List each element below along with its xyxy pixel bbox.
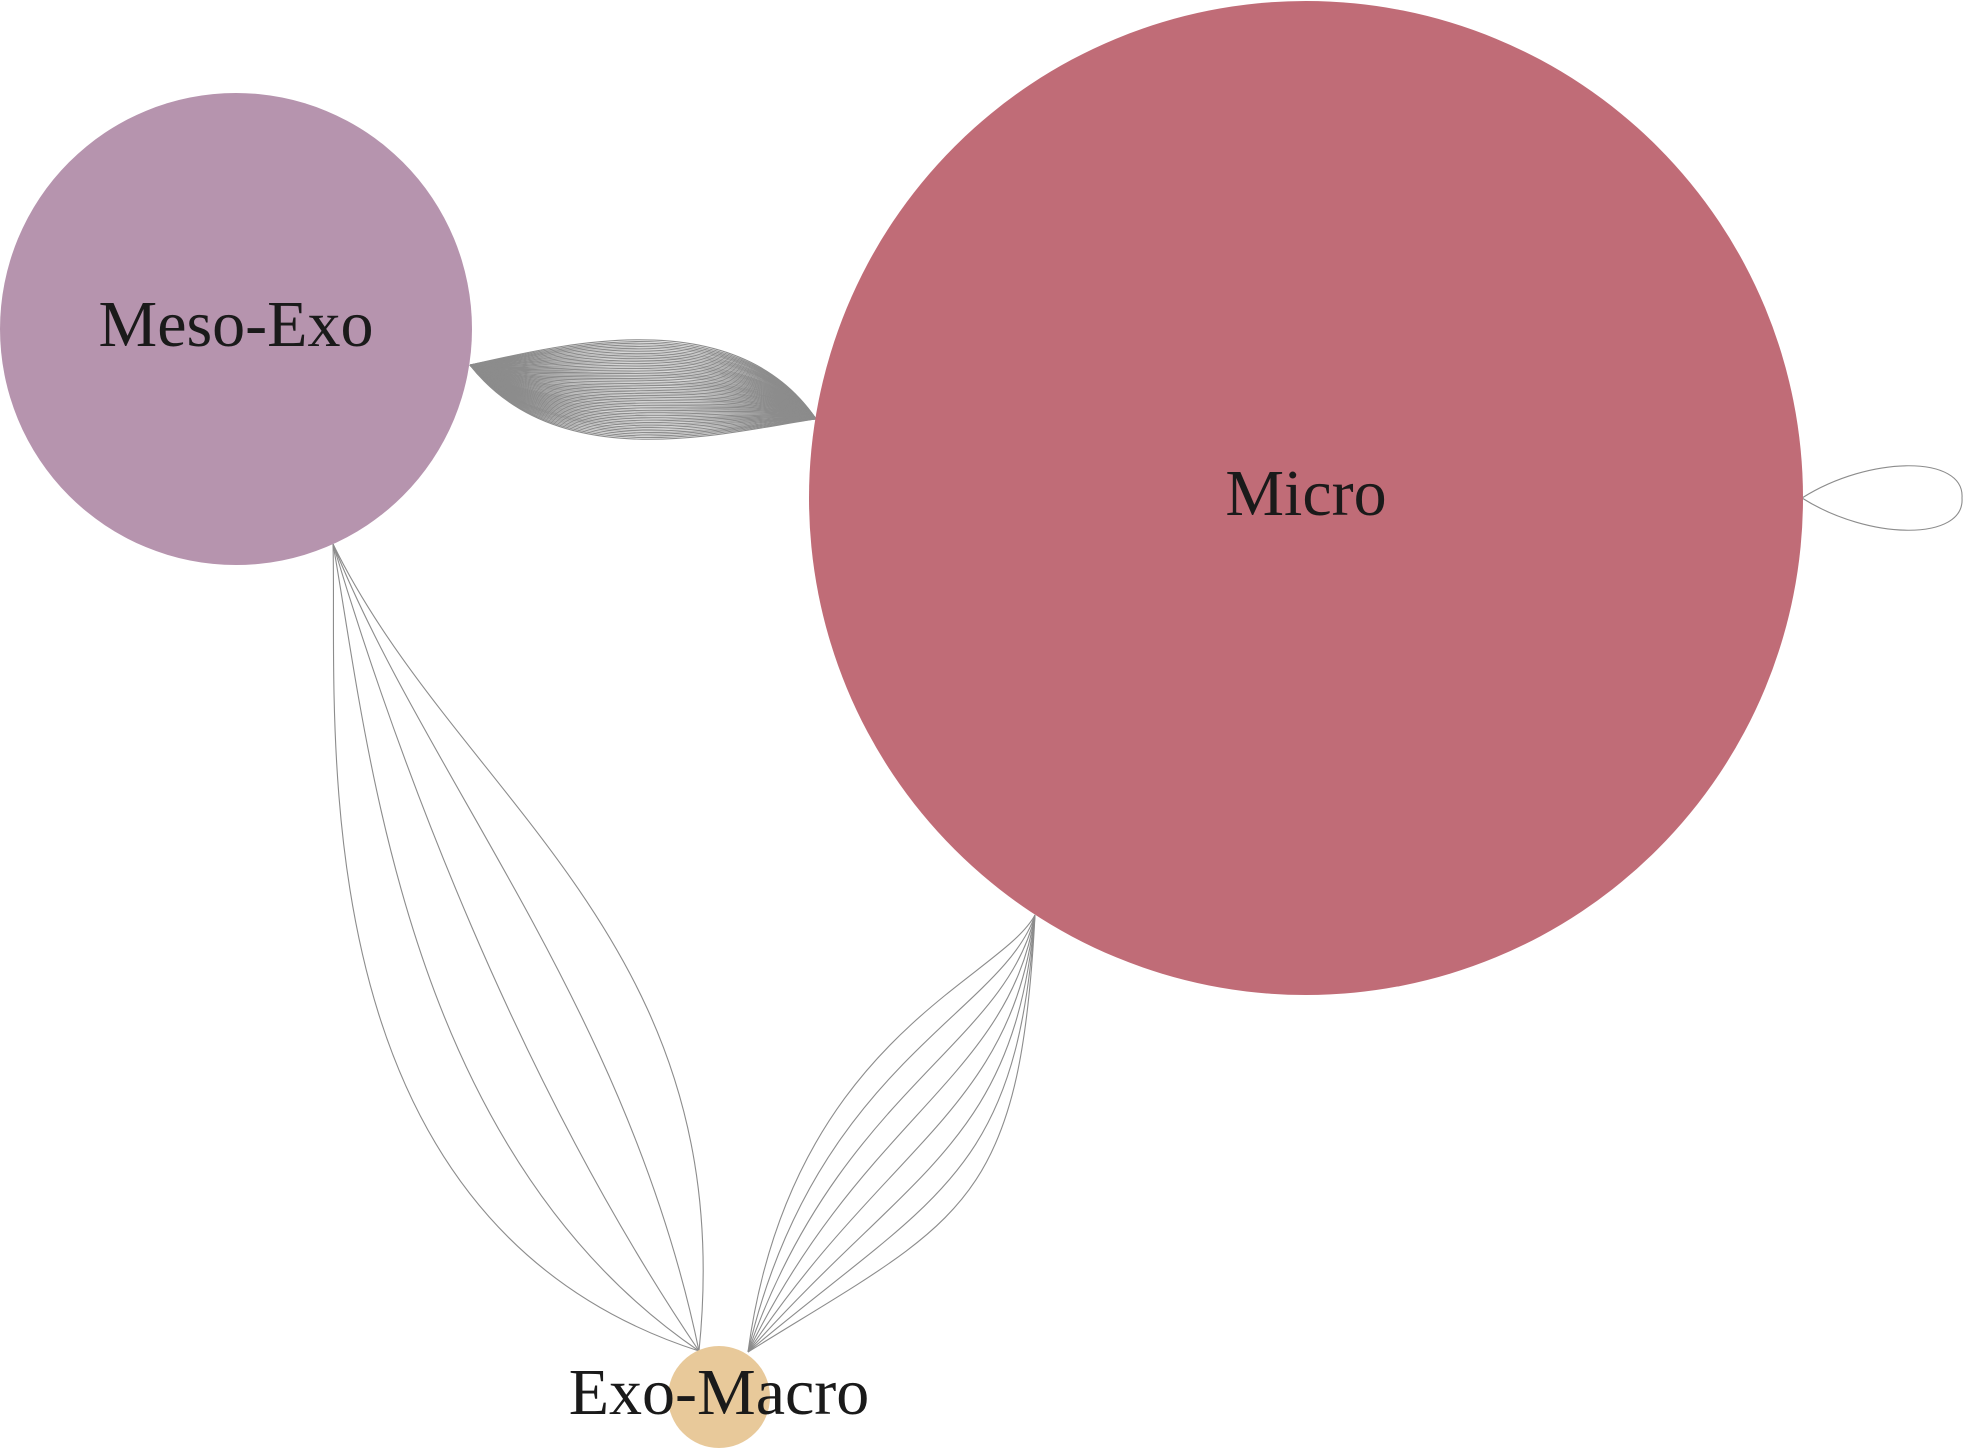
edge-meso-exo-micro	[469, 349, 817, 420]
edge-micro-exo-macro	[747, 914, 1036, 1353]
edge-meso-exo-micro	[469, 364, 817, 440]
edge-micro-exo-macro	[747, 914, 1036, 1353]
edge-meso-exo-micro	[469, 364, 817, 420]
edge-meso-exo-micro	[469, 364, 817, 420]
edge-meso-exo-micro	[469, 364, 817, 420]
labels-layer: Meso-Exo Micro Exo-Macro	[99, 288, 1387, 1429]
nodes-layer	[0, 1, 1803, 1448]
edge-meso-exo-exo-macro	[332, 543, 704, 1352]
edge-meso-exo-micro	[469, 364, 817, 420]
edge-micro-exo-macro	[747, 914, 1036, 1353]
edge-meso-exo-micro	[469, 342, 817, 420]
edge-meso-exo-micro	[469, 364, 817, 420]
edge-meso-exo-micro	[469, 364, 817, 420]
edge-meso-exo-micro	[469, 364, 817, 420]
edge-meso-exo-micro	[469, 364, 817, 420]
edge-micro-exo-macro	[747, 914, 1036, 1353]
edge-meso-exo-micro	[469, 364, 817, 420]
edge-meso-exo-micro	[469, 364, 817, 420]
edge-meso-exo-micro	[469, 364, 817, 420]
edge-meso-exo-micro	[469, 364, 817, 420]
edge-meso-exo-micro	[469, 364, 817, 435]
edge-meso-exo-micro	[469, 364, 817, 425]
edge-meso-exo-micro	[469, 364, 817, 432]
label-exo-macro: Exo-Macro	[569, 1356, 870, 1429]
edge-meso-exo-micro	[469, 364, 817, 423]
edge-meso-exo-micro	[469, 364, 817, 437]
label-meso-exo: Meso-Exo	[99, 288, 374, 361]
edge-meso-exo-micro	[469, 364, 817, 420]
edge-micro-exo-macro	[747, 914, 1036, 1353]
edge-micro-exo-macro	[747, 914, 1036, 1353]
edge-micro-exo-macro	[747, 914, 1036, 1353]
edge-meso-exo-micro	[469, 361, 817, 420]
edge-meso-exo-micro	[469, 362, 817, 420]
edge-meso-exo-micro	[469, 364, 817, 420]
edge-meso-exo-micro	[469, 364, 817, 420]
edge-meso-exo-micro	[469, 364, 817, 420]
edge-meso-exo-micro	[469, 364, 817, 430]
edge-meso-exo-micro	[469, 364, 817, 420]
edge-meso-exo-micro	[469, 364, 817, 420]
node-micro[interactable]	[809, 1, 1803, 995]
edge-meso-exo-micro	[469, 364, 817, 429]
edge-meso-exo-micro	[469, 359, 817, 420]
edge-meso-exo-exo-macro	[332, 543, 700, 1352]
edge-meso-exo-micro	[469, 364, 817, 420]
edge-meso-exo-micro	[469, 364, 817, 420]
edge-meso-exo-micro	[469, 364, 817, 420]
edge-meso-exo-micro	[469, 364, 817, 420]
edge-meso-exo-exo-macro	[332, 543, 700, 1352]
edge-meso-exo-micro	[469, 364, 817, 439]
edge-meso-exo-micro	[469, 364, 817, 427]
edge-meso-exo-micro	[469, 346, 817, 420]
edge-meso-exo-micro	[469, 364, 817, 420]
edge-meso-exo-micro	[469, 364, 817, 434]
edge-meso-exo-micro	[469, 364, 817, 420]
edge-meso-exo-micro	[469, 364, 817, 420]
edge-meso-exo-micro	[469, 364, 817, 420]
edge-meso-exo-micro	[469, 364, 817, 420]
edge-meso-exo-exo-macro	[332, 543, 700, 1352]
edge-meso-exo-micro	[469, 364, 817, 420]
edge-meso-exo-micro	[469, 364, 817, 422]
node-meso-exo[interactable]	[0, 93, 472, 565]
edges-layer	[332, 339, 1963, 1353]
label-micro: Micro	[1225, 457, 1386, 530]
edge-meso-exo-micro	[469, 364, 817, 420]
edge-meso-exo-micro	[469, 352, 817, 420]
edge-micro-exo-macro	[747, 914, 1036, 1353]
edge-meso-exo-micro	[469, 344, 817, 420]
node-exo-macro[interactable]	[668, 1346, 770, 1448]
edge-self-loop	[1801, 465, 1963, 531]
edge-meso-exo-micro	[469, 364, 817, 420]
edge-meso-exo-micro	[469, 364, 817, 420]
edge-meso-exo-micro	[469, 364, 817, 420]
edge-meso-exo-micro	[469, 347, 817, 420]
edge-meso-exo-micro	[469, 364, 817, 420]
edge-meso-exo-micro	[469, 351, 817, 420]
edge-meso-exo-exo-macro	[332, 543, 700, 1352]
